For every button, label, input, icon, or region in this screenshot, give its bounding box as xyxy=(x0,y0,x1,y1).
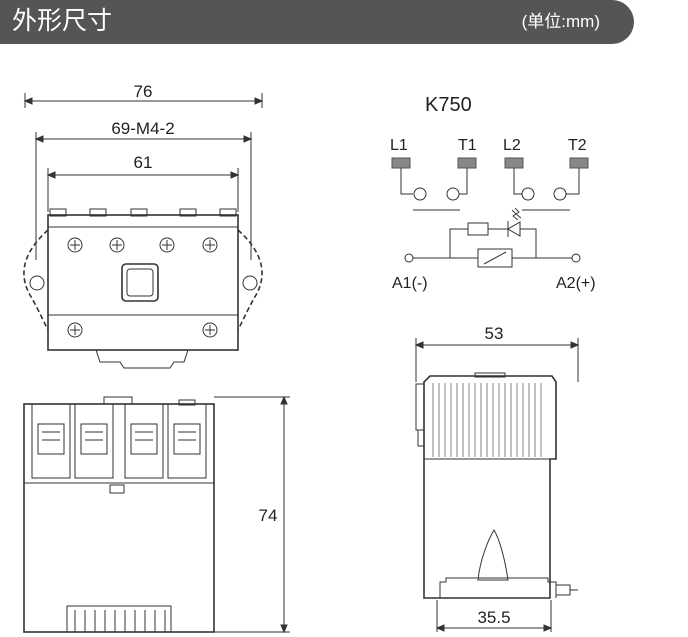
coil-circuit-symbol xyxy=(404,207,581,268)
right-mount-ear xyxy=(237,229,263,331)
front-view: 76 69-M4-2 61 xyxy=(23,82,264,369)
screw-row-bottom xyxy=(67,322,218,338)
dim-mount-holes-label: 69-M4-2 xyxy=(111,119,174,138)
coil-a2-label: A2(+) xyxy=(556,275,596,292)
terminal-tabs xyxy=(49,208,237,217)
right-mount-hole xyxy=(242,275,258,291)
rail-foot xyxy=(439,577,557,598)
left-mount-hole xyxy=(29,275,45,291)
terminal-blocks-symbol xyxy=(391,157,589,169)
section-header: 外形尺寸 (单位:mm) xyxy=(0,0,634,44)
dim-height xyxy=(214,395,290,634)
terminal-t2-label: T2 xyxy=(568,137,587,154)
schematic: K750 L1 T1 L2 T2 xyxy=(390,94,596,292)
model-label: K750 xyxy=(425,94,472,116)
side-body xyxy=(23,403,215,633)
test-button xyxy=(121,263,159,302)
terminal-t1-label: T1 xyxy=(458,137,477,154)
rail-clip xyxy=(95,349,189,369)
terminal-l2-label: L2 xyxy=(503,137,521,154)
dim-overall-width-label: 76 xyxy=(134,82,153,101)
unit-label: (单位:mm) xyxy=(521,12,600,31)
dim-rail xyxy=(435,600,553,632)
contacts-symbol xyxy=(400,168,580,211)
coil-a1-label: A1(-) xyxy=(392,275,428,292)
left-mount-ear xyxy=(23,229,49,331)
dim-mount-holes xyxy=(34,132,253,260)
terminal-blocks xyxy=(31,403,207,479)
dim-height-label: 74 xyxy=(259,506,278,525)
section-title: 外形尺寸 xyxy=(12,6,113,35)
dim-rail-label: 35.5 xyxy=(477,608,510,627)
dim-overall-width xyxy=(23,93,264,108)
side-view: 74 xyxy=(23,395,290,634)
profile-body xyxy=(423,375,557,599)
rail-latch xyxy=(477,529,509,581)
screw-row-top xyxy=(67,237,218,253)
dim-depth-label: 53 xyxy=(485,324,504,343)
dim-depth xyxy=(414,338,580,382)
profile-view: 53 35.5 xyxy=(414,324,580,632)
front-body xyxy=(47,214,239,351)
terminal-l1-label: L1 xyxy=(390,137,408,154)
dim-body-width xyxy=(46,168,240,212)
dim-body-width-label: 61 xyxy=(134,153,153,172)
bottom-connector xyxy=(66,605,172,633)
